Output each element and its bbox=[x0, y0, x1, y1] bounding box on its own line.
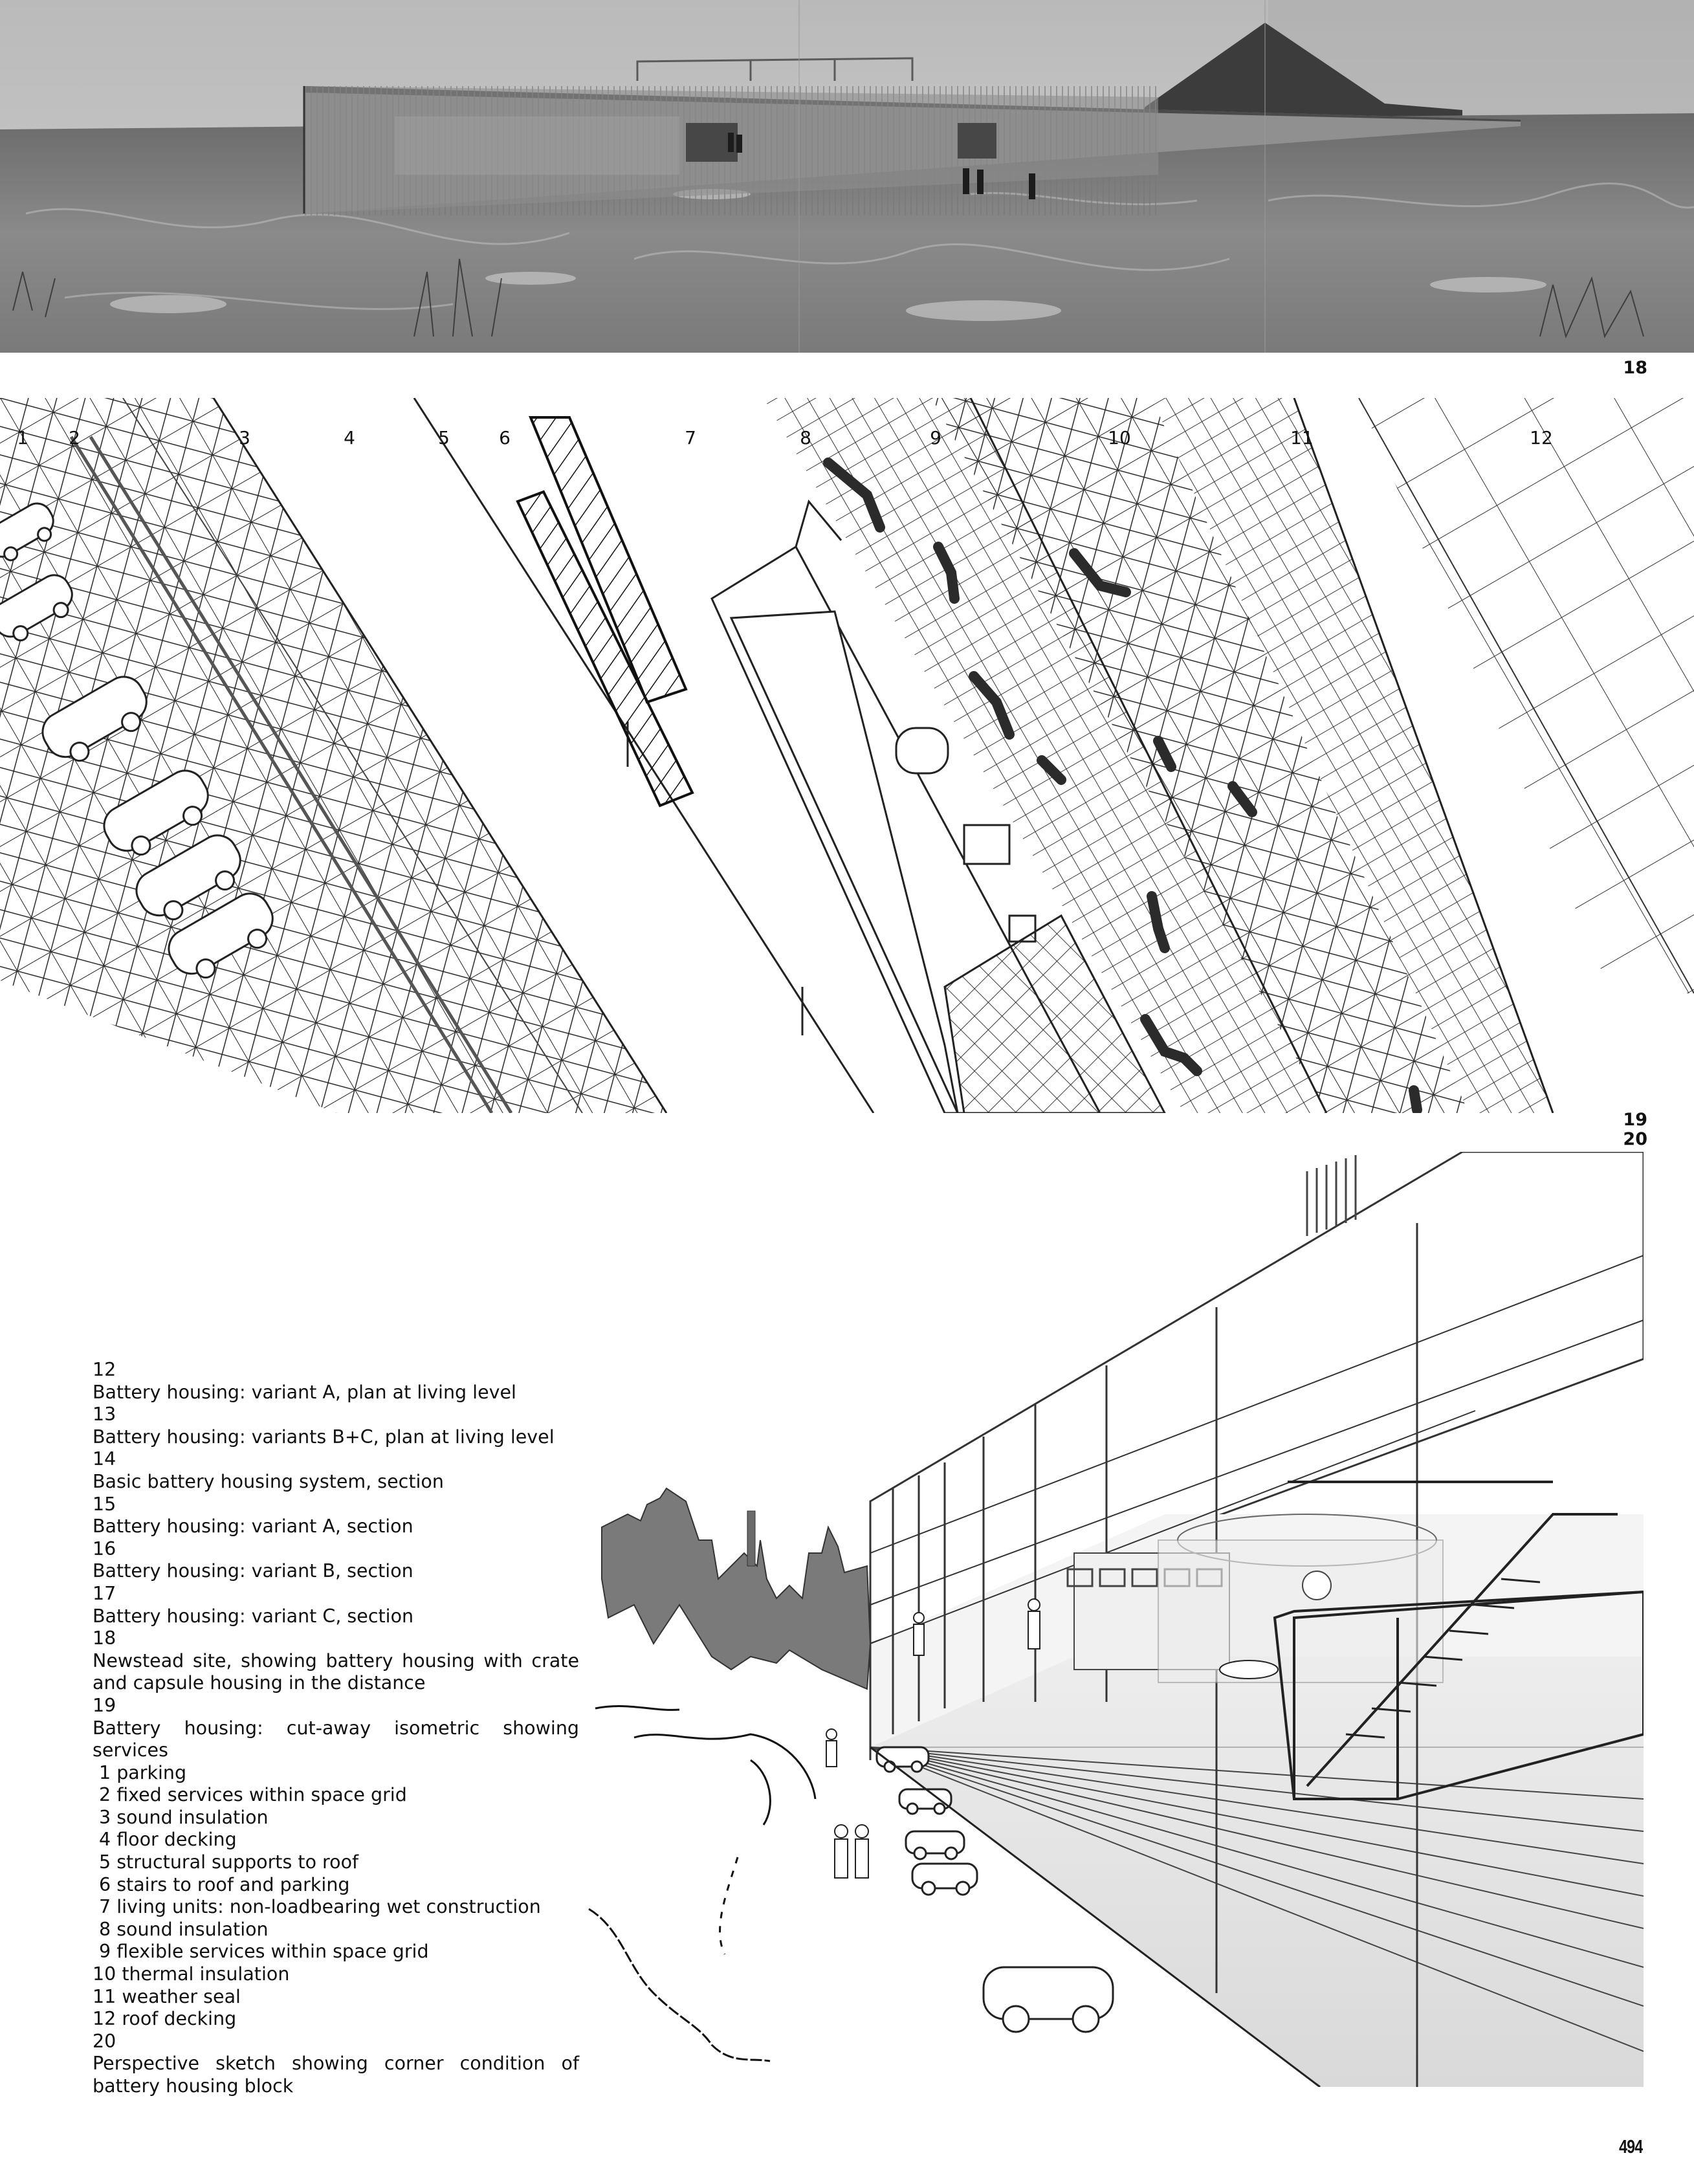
callout-7: 7 bbox=[685, 427, 696, 448]
legend-item: 6 stairs to roof and parking bbox=[99, 1873, 350, 1895]
people-figures bbox=[728, 133, 1035, 199]
layer-services-grid bbox=[932, 398, 1469, 1113]
caption-text: Battery housing: variant A, plan at livi… bbox=[93, 1381, 516, 1403]
floor-plane bbox=[870, 1657, 1644, 2087]
caption-number: 15 bbox=[93, 1493, 116, 1515]
roof-frame bbox=[636, 57, 914, 81]
stair-to-roof bbox=[516, 416, 694, 808]
callout-4: 4 bbox=[344, 427, 355, 448]
caption-number: 14 bbox=[93, 1448, 116, 1470]
caption-number: 16 bbox=[93, 1538, 116, 1560]
legend-item: 12 roof decking bbox=[93, 2008, 237, 2030]
legend-item: 1 parking bbox=[99, 1761, 187, 1783]
legend-item: 2 fixed services within space grid bbox=[99, 1784, 407, 1806]
callout-12: 12 bbox=[1530, 427, 1553, 448]
caption-number: 19 bbox=[93, 1694, 116, 1716]
caption-text: Newstead site, showing battery housing w… bbox=[93, 1649, 579, 1694]
caption-text: Battery housing: variant A, section bbox=[93, 1516, 413, 1538]
legend-item: 10 thermal insulation bbox=[93, 1963, 290, 1985]
caption-number: 12 bbox=[93, 1359, 116, 1380]
caption-text: Battery housing: variants B+C, plan at l… bbox=[93, 1426, 555, 1448]
callout-11: 11 bbox=[1290, 427, 1314, 448]
caption-number: 17 bbox=[93, 1582, 116, 1604]
callout-10: 10 bbox=[1108, 427, 1131, 448]
legend-item: 5 structural supports to roof bbox=[99, 1851, 359, 1873]
service-ducts bbox=[823, 458, 1422, 1113]
page-number: 494 bbox=[1618, 2137, 1643, 2157]
caption-text: Perspective sketch showing corner condit… bbox=[93, 2053, 579, 2097]
caption-text: Battery housing: variant C, section bbox=[93, 1605, 414, 1627]
caption-text: Basic battery housing system, section bbox=[93, 1470, 444, 1492]
interior-stair bbox=[1273, 1481, 1644, 1800]
parked-cars bbox=[0, 502, 274, 979]
people-silhouettes bbox=[826, 1598, 1279, 1879]
caption-column: 12 Battery housing: variant A, plan at l… bbox=[93, 1359, 579, 2098]
spoil-heap bbox=[1139, 23, 1462, 116]
callout-2: 2 bbox=[69, 427, 80, 448]
townscape-collage bbox=[601, 1487, 872, 1690]
legend-item: 8 sound insulation bbox=[99, 1918, 269, 1940]
legend-item: 11 weather seal bbox=[93, 1985, 241, 2007]
callout-6: 6 bbox=[499, 427, 511, 448]
callout-3: 3 bbox=[239, 427, 250, 448]
perspective-sketch bbox=[588, 1152, 1644, 2087]
legend-item: 3 sound insulation bbox=[99, 1806, 269, 1828]
legend-item: 7 living units: non-loadbearing wet cons… bbox=[99, 1896, 541, 1918]
caption-number: 13 bbox=[93, 1404, 116, 1426]
living-unit bbox=[710, 499, 1166, 1113]
layer-space-grid bbox=[0, 398, 666, 1113]
site-photograph bbox=[0, 0, 1694, 353]
legend-item: 4 floor decking bbox=[99, 1829, 237, 1851]
legend-item: 9 flexible services within space grid bbox=[99, 1941, 429, 1963]
caption-text: Battery housing: cut-away isometric show… bbox=[93, 1717, 579, 1761]
figure-number-18: 18 bbox=[1623, 358, 1647, 378]
callout-9: 9 bbox=[930, 427, 941, 448]
battery-housing-block bbox=[303, 86, 1521, 215]
cars-along-facade bbox=[875, 1746, 1114, 2033]
layer-sound-insulation bbox=[764, 398, 1326, 1113]
callout-5: 5 bbox=[438, 427, 450, 448]
callout-8: 8 bbox=[800, 427, 811, 448]
callout-1: 1 bbox=[17, 427, 28, 448]
layer-thermal-insulation bbox=[1152, 398, 1553, 1113]
caption-number: 18 bbox=[93, 1627, 116, 1649]
cutaway-isometric-drawing bbox=[0, 398, 1694, 1113]
caption-number: 20 bbox=[93, 2030, 116, 2052]
figure-number-19: 19 bbox=[1623, 1110, 1647, 1130]
caption-text: Battery housing: variant B, section bbox=[93, 1560, 413, 1582]
figure-number-20: 20 bbox=[1623, 1129, 1647, 1149]
